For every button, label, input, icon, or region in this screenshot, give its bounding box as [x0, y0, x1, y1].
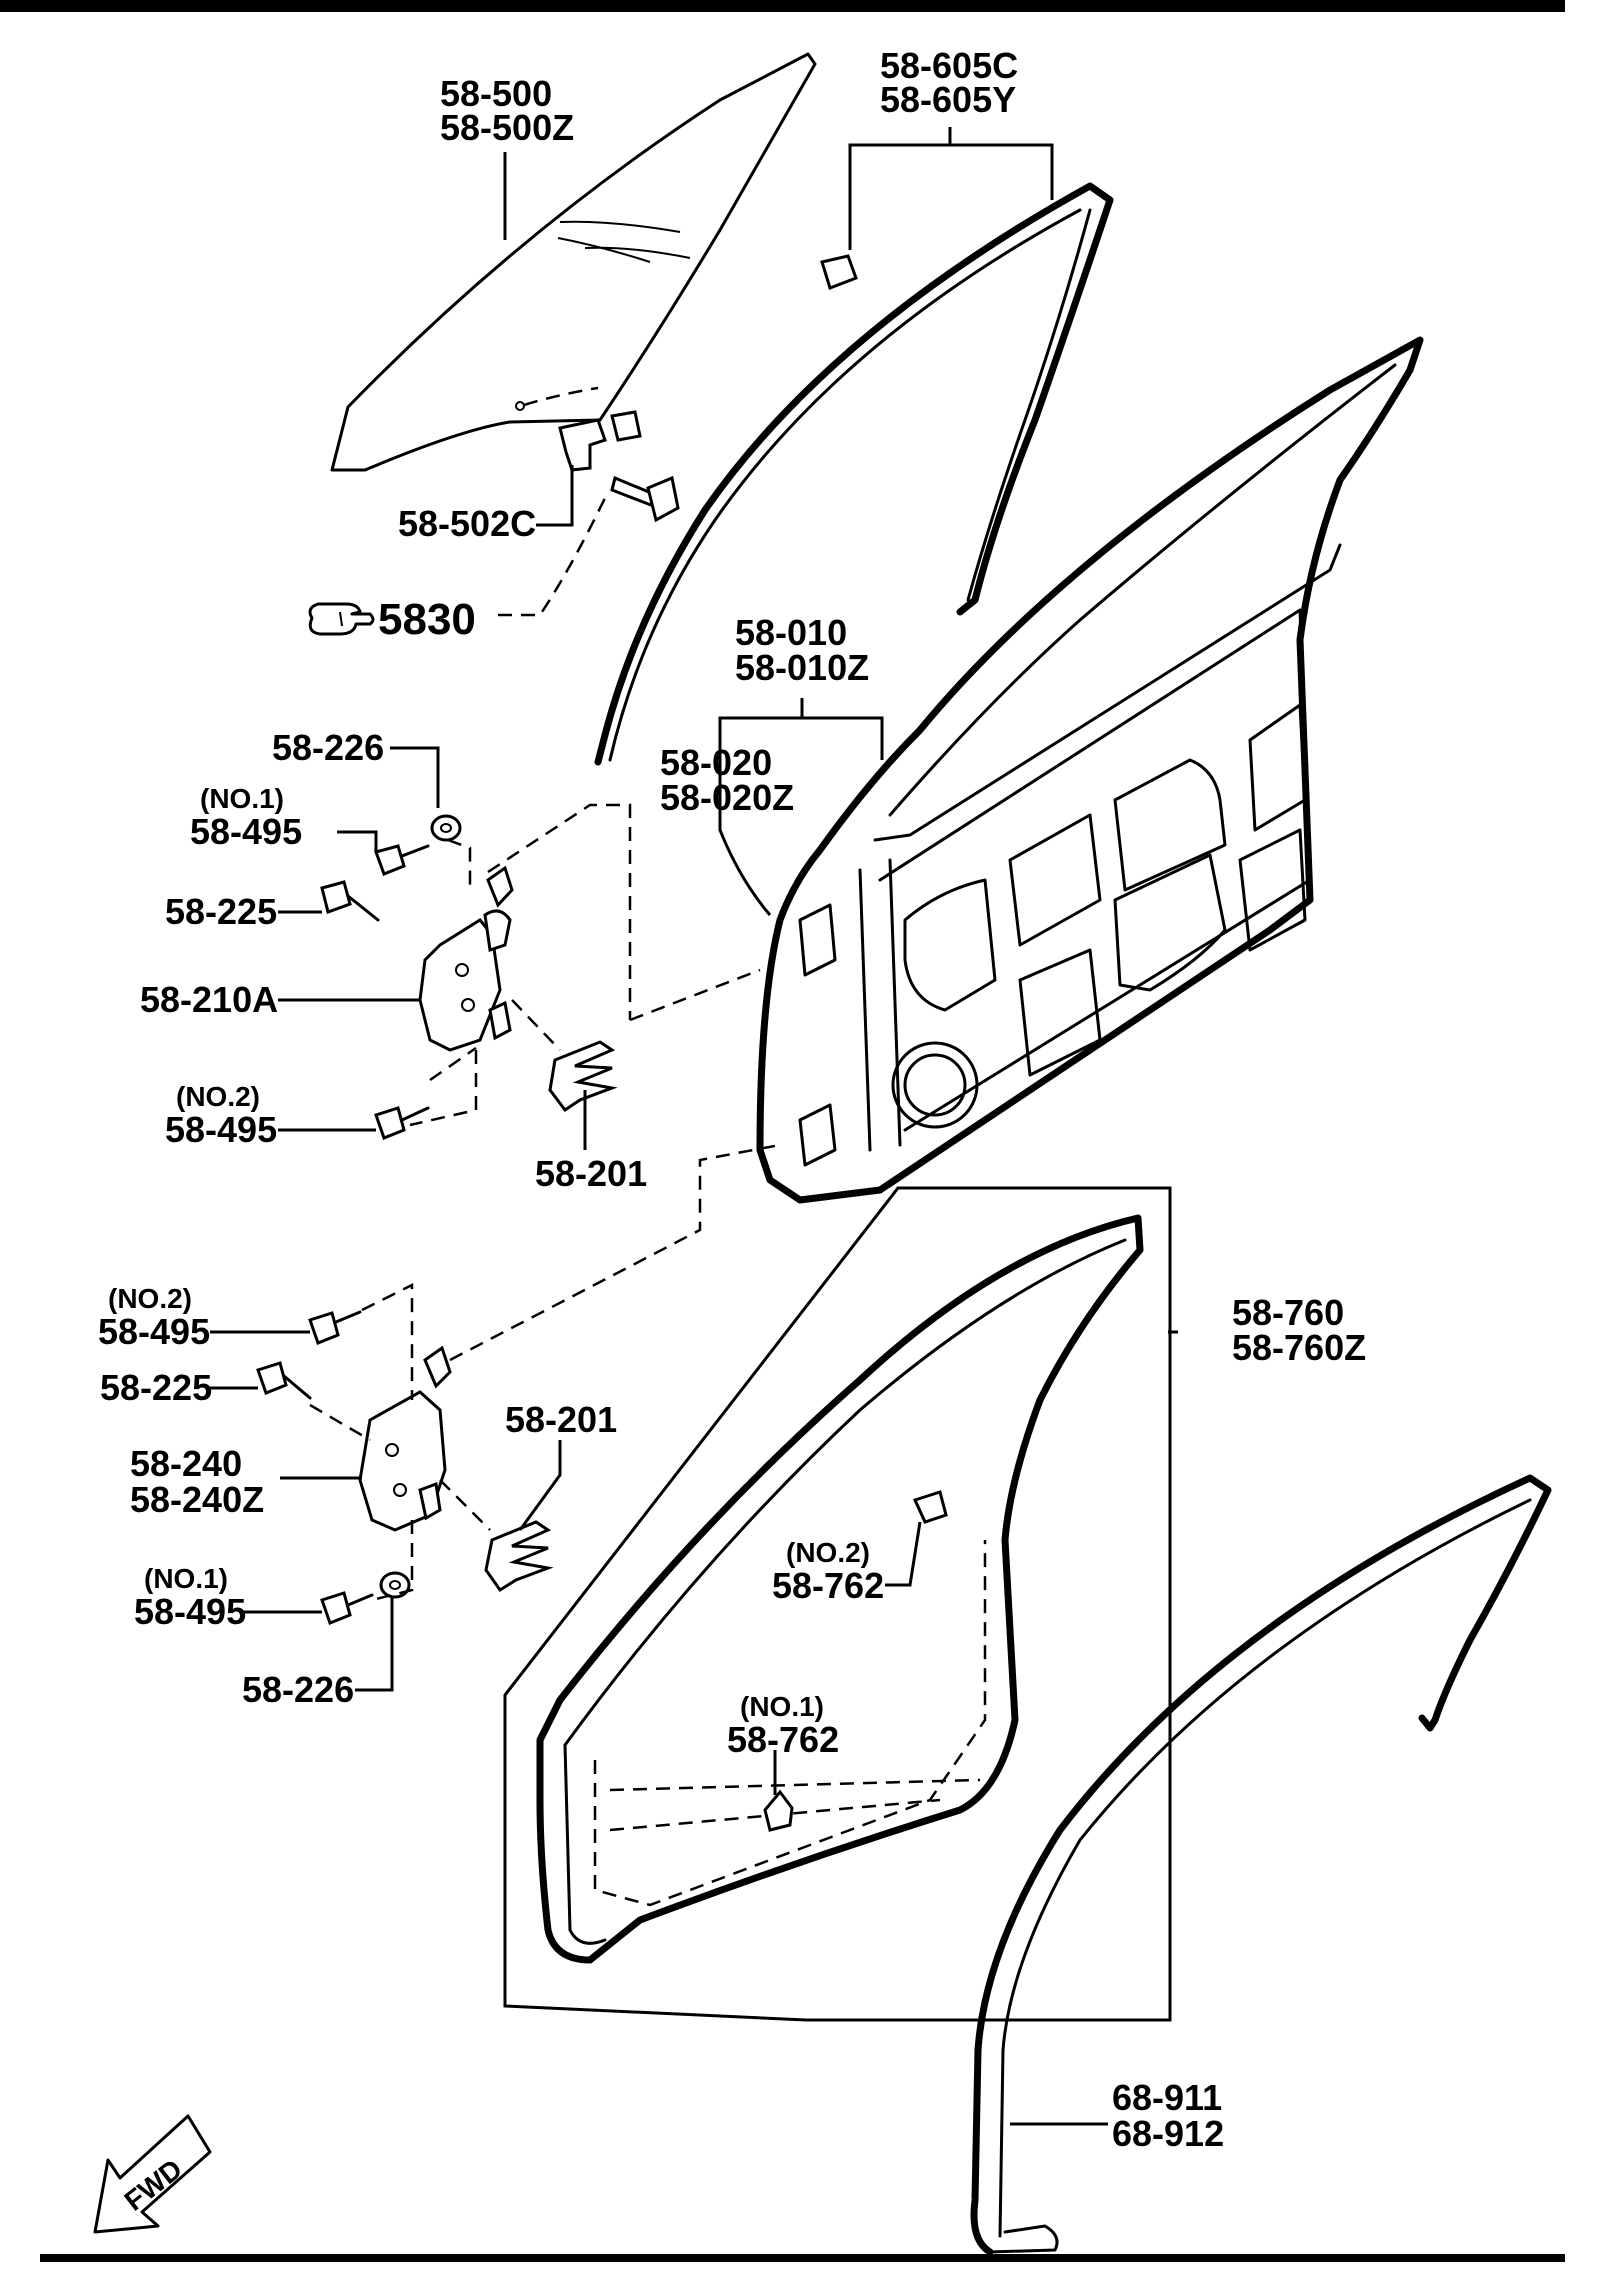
weatherstrip-box [503, 1186, 1172, 2022]
clip-no1 [763, 1789, 794, 1832]
label-bolt-upper-225: 58-225 [165, 891, 277, 932]
bottom-rule [40, 2254, 1565, 2262]
door-shell [756, 336, 1424, 1204]
label-glass-1: 58-500 [440, 73, 552, 114]
fwd-arrow-icon: FWD [93, 2114, 212, 2234]
label-washer-upper: 58-226 [272, 727, 384, 768]
label-shim-lower: 58-201 [505, 1399, 617, 1440]
shim-upper [548, 1040, 618, 1113]
label-glass-2: 58-500Z [440, 107, 574, 148]
bolt-lower-no1 [320, 1591, 352, 1625]
bolt-upper-no2 [374, 1106, 406, 1140]
glass-mount-bracket [558, 410, 680, 523]
shim-lower [484, 1520, 554, 1593]
label-bolt-lower-no2-tag: (NO.2) [108, 1283, 192, 1314]
label-run-channel-1: 58-605C [880, 45, 1018, 86]
door-glass [330, 52, 817, 472]
bolt-lower-225 [256, 1361, 288, 1395]
label-bolt-lower-no1: 58-495 [134, 1591, 246, 1632]
label-bolt-upper-no1-tag: (NO.1) [200, 783, 284, 814]
label-door-shell-2: 58-010Z [735, 647, 869, 688]
washer-lower [379, 1571, 411, 1599]
label-weatherstrip-1: 58-760 [1232, 1292, 1344, 1333]
label-door-shell-1: 58-010 [735, 612, 847, 653]
label-bolt-upper-no1: 58-495 [190, 811, 302, 852]
label-hinge-lower-1: 58-240 [130, 1443, 242, 1484]
label-clip-no2: 58-762 [772, 1565, 884, 1606]
lower-hinge-assembly [256, 1143, 781, 1625]
top-rule [0, 0, 1565, 12]
door-seal [970, 1474, 1552, 2256]
label-glass-mount: 58-502C [398, 503, 536, 544]
label-reference: 5830 [378, 595, 476, 644]
label-door-panel-2: 58-020Z [660, 777, 794, 818]
run-channel [594, 182, 1114, 766]
label-washer-lower: 58-226 [242, 1669, 354, 1710]
label-clip-no1-tag: (NO.1) [740, 1691, 824, 1722]
label-run-channel-2: 58-605Y [880, 79, 1016, 120]
bolt-lower-no2 [308, 1311, 340, 1345]
washer-upper [430, 814, 462, 842]
label-bolt-lower-225: 58-225 [100, 1367, 212, 1408]
label-bolt-upper-no2-tag: (NO.2) [176, 1081, 260, 1112]
label-seal-2: 68-912 [1112, 2113, 1224, 2154]
label-door-panel-1: 58-020 [660, 742, 772, 783]
label-clip-no2-tag: (NO.2) [786, 1537, 870, 1568]
upper-hinge-assembly [320, 803, 761, 1140]
label-fwd: FWD [119, 2153, 188, 2217]
label-bolt-upper-no2: 58-495 [165, 1109, 277, 1150]
label-seal-1: 68-911 [1112, 2077, 1222, 2118]
bolt-upper-no1 [374, 844, 406, 876]
label-hinge-lower-2: 58-240Z [130, 1479, 264, 1520]
door-weatherstrip [536, 1214, 1144, 1964]
label-hinge-upper: 58-210A [140, 979, 278, 1020]
label-bolt-lower-no2: 58-495 [98, 1311, 210, 1352]
label-bolt-lower-no1-tag: (NO.1) [144, 1563, 228, 1594]
pointing-hand-icon [308, 602, 375, 636]
label-shim-upper: 58-201 [535, 1153, 647, 1194]
bolt-upper-225 [320, 880, 352, 914]
label-weatherstrip-2: 58-760Z [1232, 1327, 1366, 1368]
clip-no2 [912, 1490, 948, 1524]
label-clip-no1: 58-762 [727, 1719, 839, 1760]
